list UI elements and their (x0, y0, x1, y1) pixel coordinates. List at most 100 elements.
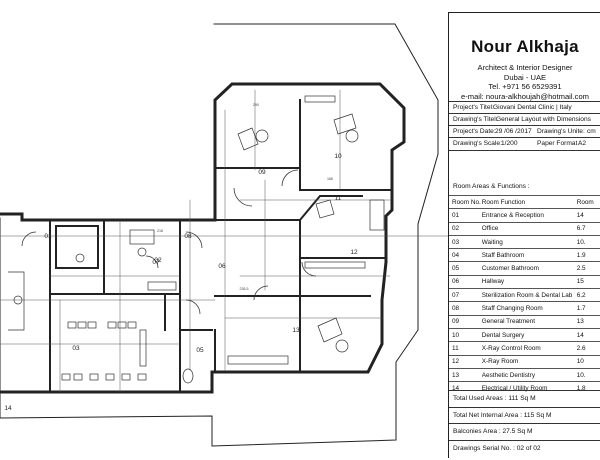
balcony-outline (0, 23, 439, 447)
waiting-chairs (61, 321, 147, 381)
interior-wall (298, 195, 363, 222)
room-area-cell: 2.5 (576, 261, 600, 276)
room-label-14: 14 (4, 405, 12, 412)
room-number-cell: 05 (449, 261, 482, 276)
room-label-10: 10 (334, 153, 342, 160)
dental-chair-icon (317, 317, 343, 343)
room-number-cell: 06 (449, 274, 482, 289)
chair-icon (137, 247, 147, 257)
room-label-11: 11 (335, 195, 342, 202)
room-number-cell: 14 (449, 381, 482, 395)
room-number-cell: 09 (449, 314, 482, 329)
room-number-cell: 07 (449, 288, 482, 302)
room-function-cell: Electrical / Utility Room (481, 381, 577, 395)
column-header: Room Function (481, 194, 577, 209)
scale-format-row: Drawing's Scale: 1/200 Paper Format : A2 (449, 137, 600, 151)
room-area-cell: 10 (576, 354, 600, 369)
balconies-area: Balconies Area : 27.5 Sq M (449, 423, 600, 438)
door-swing (145, 255, 159, 269)
counter (369, 199, 385, 231)
room-function-cell: Aesthetic Dentistry (481, 367, 577, 382)
dimension-text: 236.5 (240, 287, 249, 291)
room-label-09: 09 (258, 169, 266, 176)
interior-wall (55, 225, 99, 269)
room-area-cell: 1.9 (576, 248, 600, 262)
room-label-03: 03 (72, 345, 80, 352)
designer-email: e-mail: noura-alkhoujah@hotmail.com (461, 91, 589, 101)
room-label-12: 12 (350, 249, 358, 256)
room-area-cell: 10. (576, 367, 600, 382)
exterior-wall (0, 82, 406, 394)
counter (304, 95, 336, 103)
room-area-cell: 1.8 (576, 381, 600, 395)
room-function-cell: Dental Surgery (481, 327, 577, 342)
room-function-cell: X-Ray Room (481, 354, 577, 369)
door-swing (301, 261, 317, 277)
room-area-cell: 14 (576, 208, 600, 223)
room-number-cell: 03 (449, 234, 482, 249)
counter (304, 261, 366, 269)
reception-desk (8, 271, 25, 331)
door-swing (185, 231, 203, 249)
designer-profession: Architect & Interior Designer (477, 63, 573, 72)
room-number-cell: 08 (449, 301, 482, 316)
counter (227, 355, 289, 365)
door-swing (21, 231, 37, 247)
room-number-cell: 13 (449, 367, 482, 382)
room-function-cell: Customer Bathroom (481, 261, 577, 276)
column-header: Room No. (449, 194, 482, 209)
drawing-serial: Drawings Serial No. : 02 of 02 (449, 440, 600, 455)
room-function-cell: Entrance & Reception (481, 208, 577, 223)
room-number-cell: 01 (449, 208, 482, 223)
room-label-13: 13 (292, 327, 300, 334)
table-header-row: Room No. Room Function Room (449, 194, 600, 209)
room-label-01: 01 (44, 233, 52, 240)
room-area-cell: 6.2 (576, 288, 600, 302)
areas-heading: Room Areas & Functions : (453, 183, 530, 190)
room-function-cell: Staff Bathroom (481, 248, 577, 262)
chair-icon (13, 295, 23, 305)
room-area-cell: 15 (576, 274, 600, 289)
door-swing (233, 187, 253, 207)
column-header: Room (576, 194, 600, 209)
floor-plan: 01 02 03 05 06 07 08 09 10 11 12 13 14 2… (0, 23, 448, 447)
room-label-05: 05 (196, 347, 204, 354)
room-area-cell: 2.6 (576, 341, 600, 356)
drawing-title-row: Drawing's Titel: General Layout with Dim… (449, 113, 600, 125)
toilet-icon (182, 368, 194, 384)
room-number-cell: 12 (449, 354, 482, 369)
room-function-cell: Staff Changing Room (481, 301, 577, 316)
room-area-cell: 1.7 (576, 301, 600, 316)
room-area-cell: 14 (576, 327, 600, 342)
dental-chair-icon (333, 113, 357, 135)
designer-location: Dubai - UAE (503, 72, 547, 82)
room-area-cell: 13 (576, 314, 600, 329)
room-label-02: 02 (154, 257, 162, 264)
room-label-06: 06 (218, 263, 226, 270)
room-label-08: 08 (184, 233, 192, 240)
dimension-text: 216 (157, 229, 163, 233)
dimension-text: 290 (253, 103, 259, 107)
office-desk (129, 229, 155, 245)
room-function-cell: X-Ray Control Room (481, 341, 577, 356)
room-number-cell: 10 (449, 327, 482, 342)
room-number-cell: 04 (449, 248, 482, 262)
title-block: Nour Alkhaja Architect & Interior Design… (448, 12, 600, 458)
total-used-area: Total Used Areas : 111 Sq M (449, 390, 600, 405)
dimension-text: 166 (327, 177, 333, 181)
room-number-cell: 02 (449, 221, 482, 236)
room-area-cell: 6.7 (576, 221, 600, 236)
xray-chair-icon (315, 199, 335, 219)
